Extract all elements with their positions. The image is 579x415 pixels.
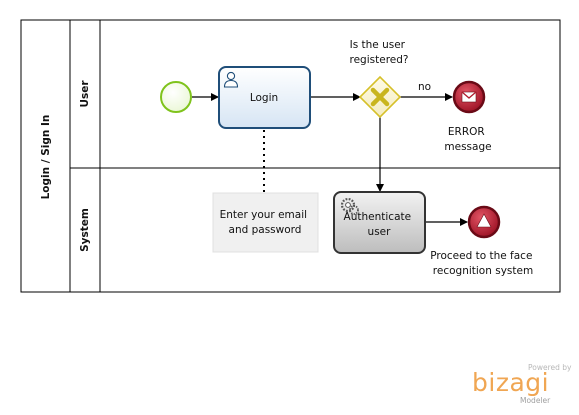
task-authenticate[interactable]: Authenticate user [333,191,426,254]
gear-icon [340,197,359,215]
task-login[interactable]: Login [218,66,311,129]
task-login-label: Login [250,92,278,104]
gateway-question: Is the user registered? [350,39,409,66]
sequence-flows [192,93,468,226]
proceed-event-label: Proceed to the face recognition system [430,250,536,277]
user-task-icon [223,71,239,88]
text-annotation: Enter your email and password [212,192,319,253]
signal-end-event[interactable] [467,205,501,239]
x-marker-icon [370,87,390,107]
lane-label-system: System [79,208,91,252]
bizagi-wordmark: bizagi [472,368,549,397]
modeler-text: Modeler [520,396,551,405]
error-end-event[interactable] [452,80,486,114]
task-authenticate-label: Authenticate user [344,211,415,238]
lane-label-user: User [79,80,91,108]
exclusive-gateway[interactable] [358,75,402,119]
pool-label: Login / Sign In [40,115,52,200]
start-event[interactable] [160,81,192,113]
bizagi-logo: Powered by bizagi Modeler [472,363,572,405]
error-event-label: ERROR message [444,126,491,153]
svg-text:Enter your email and pas: Enter your email and password [220,209,311,236]
envelope-icon [461,91,477,103]
triangle-signal-icon [476,213,492,228]
flow-label-no: no [418,81,431,93]
powered-by-text: Powered by [528,363,572,372]
